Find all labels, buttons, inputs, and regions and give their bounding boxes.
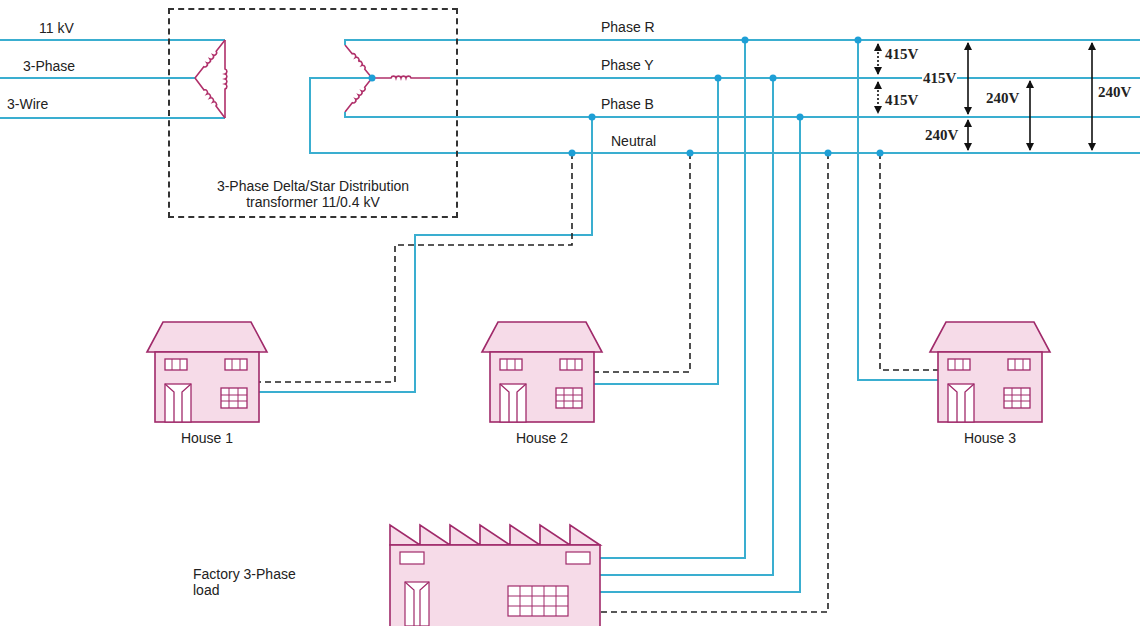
bus-label: Phase R [600,19,656,35]
house-label: House 2 [515,430,569,446]
voltage-label: 240V [1097,84,1132,100]
box-caption: 3-Phase Delta/Star Distribution transfor… [193,178,433,210]
coil [345,45,372,78]
bus-label: Phase B [600,96,655,112]
voltage-label: 415V [922,70,957,86]
voltage-arrows [878,43,1092,150]
house-label: House 3 [963,430,1017,446]
house-label: House 1 [180,430,234,446]
neutral-drops [259,153,938,612]
line-label: 3-Phase [22,58,76,74]
voltage-label: 240V [924,127,959,143]
coil [372,76,430,78]
coil [345,78,372,112]
transformer-box: 3-Phase Delta/Star Distribution transfor… [168,8,458,218]
coil [195,78,225,118]
incoming-lines [0,40,225,118]
factory-label: Factory 3-Phase load [192,566,319,598]
line-label: 3-Wire [6,96,49,112]
coil [225,40,227,118]
bus-lines [310,40,1140,153]
voltage-label: 240V [985,90,1020,106]
voltage-label: 415V [884,92,919,108]
junction-dots [369,37,884,157]
factory-icon [390,525,600,626]
bus-label: Phase Y [600,57,655,73]
bus-label: Neutral [610,133,657,149]
phase-drops [259,40,938,592]
coil [195,40,225,78]
voltage-label: 415V [884,46,919,62]
voltage-label: 11 kV [38,20,75,36]
